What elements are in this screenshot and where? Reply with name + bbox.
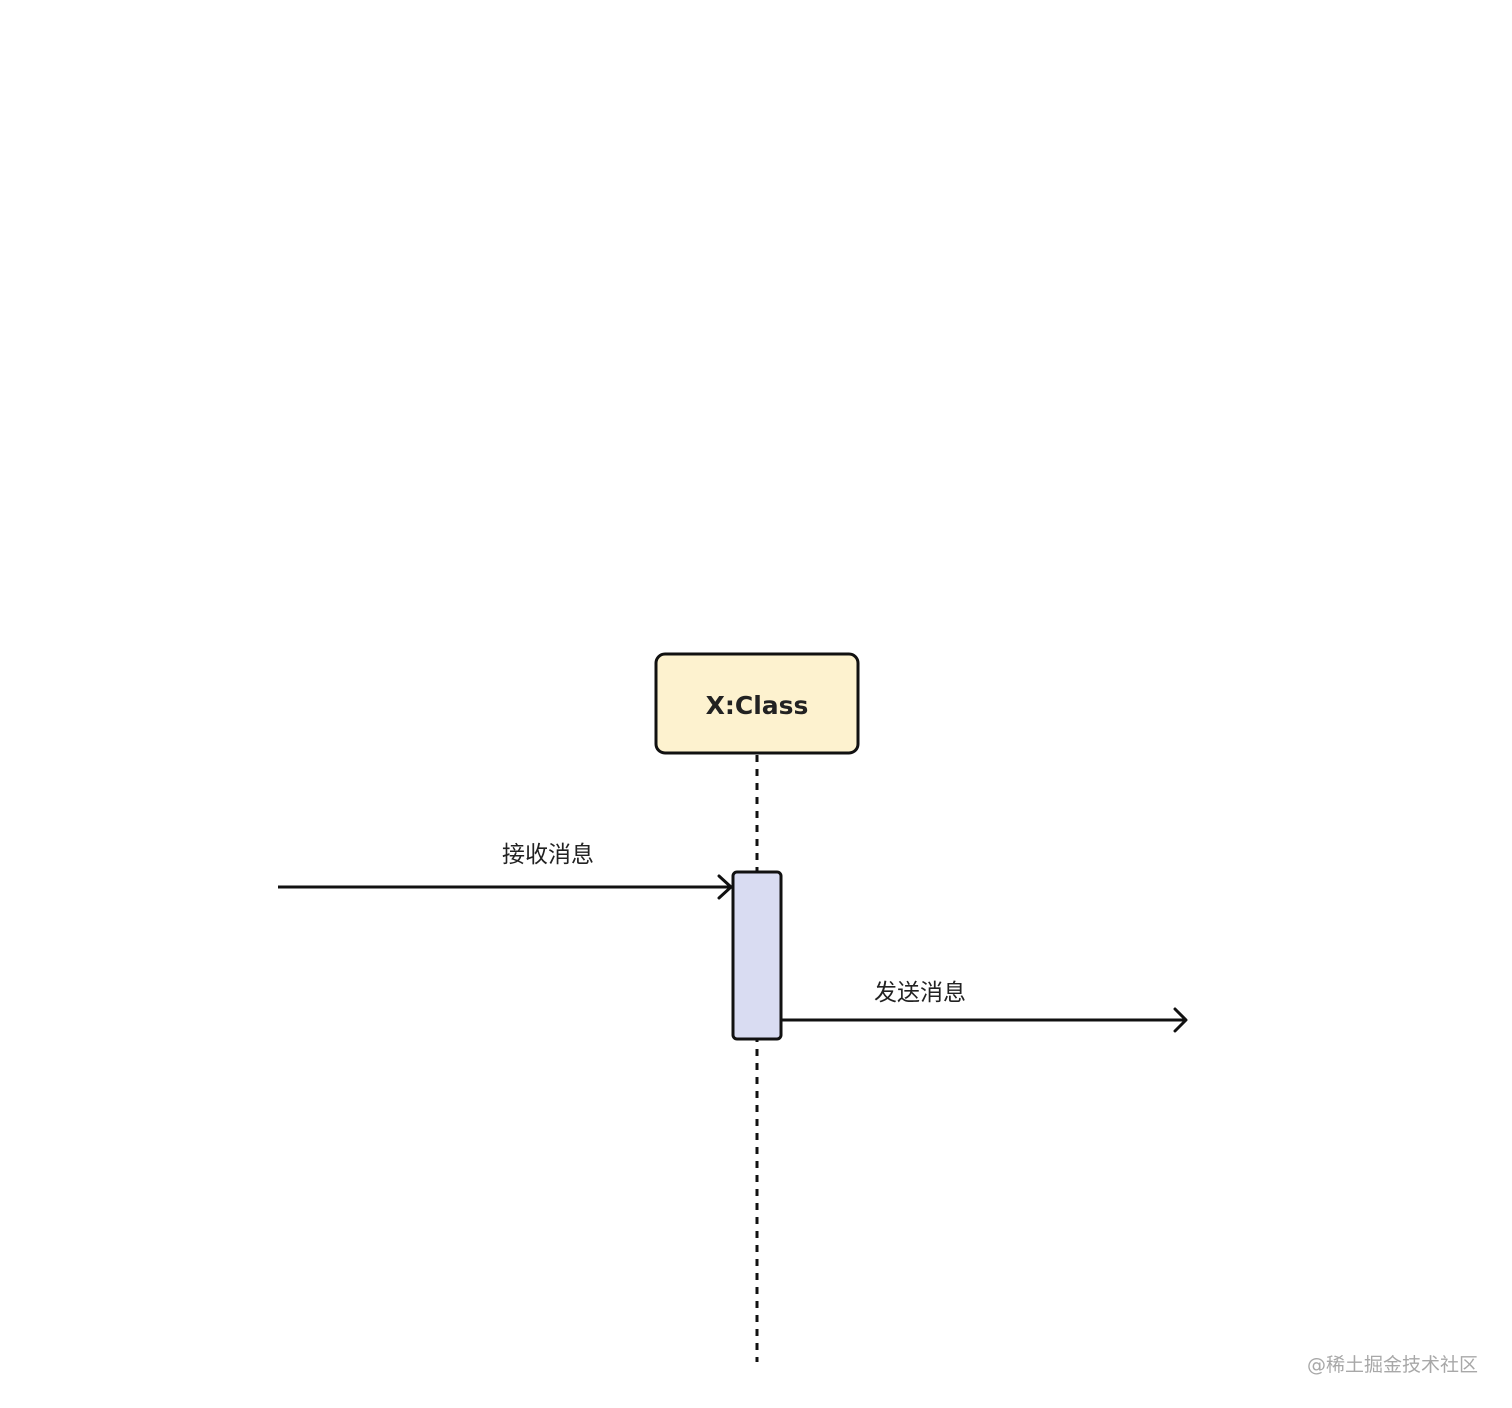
incoming-arrowhead-icon — [717, 874, 733, 900]
outgoing-arrowhead-icon — [1173, 1007, 1188, 1033]
lifeline-header[interactable]: X:Class — [654, 652, 860, 755]
incoming-message[interactable]: 接收消息 — [278, 842, 733, 900]
watermark-text: @稀土掘金技术社区 — [1306, 1354, 1478, 1376]
lifeline-header-box — [654, 652, 860, 755]
lifeline-title: X:Class — [706, 691, 809, 720]
activation-bar[interactable] — [731, 870, 783, 1041]
outgoing-message[interactable]: 发送消息 — [782, 980, 1188, 1033]
incoming-message-label: 接收消息 — [502, 842, 594, 868]
outgoing-message-label: 发送消息 — [874, 980, 966, 1006]
